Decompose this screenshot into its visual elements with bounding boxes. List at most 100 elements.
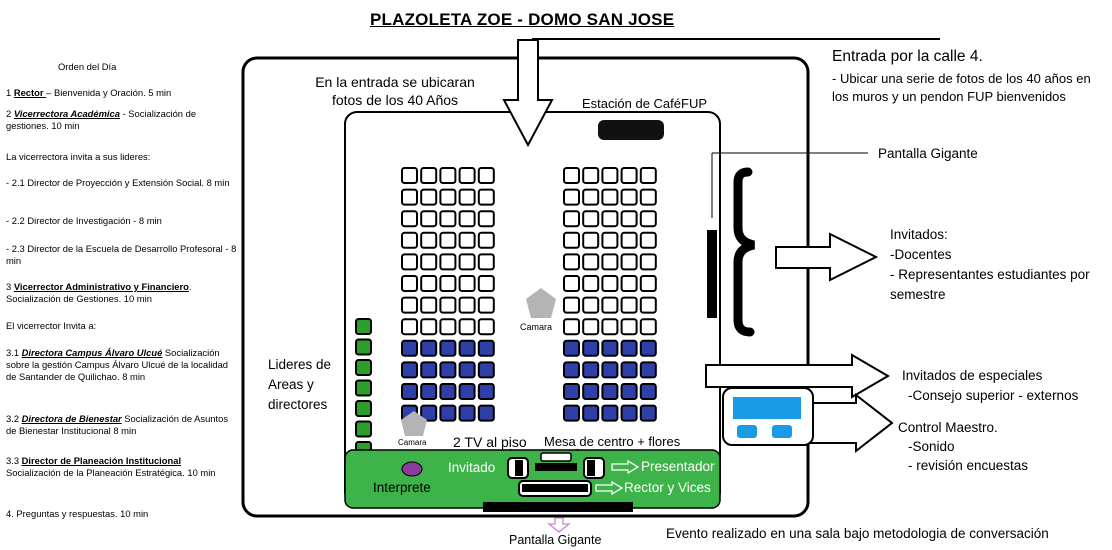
guest-seat (601, 404, 619, 422)
audience-seat (439, 318, 457, 336)
agenda-item: 3.3 Director de Planeación Institucional… (6, 455, 238, 479)
audience-seat (477, 167, 495, 184)
audience-seat (420, 167, 438, 184)
agenda-item: - 2.2 Director de Investigación - 8 min (6, 215, 238, 227)
audience-seat (477, 296, 495, 314)
audience-seats (401, 167, 657, 422)
leader-seat (355, 318, 372, 335)
control-console (733, 397, 801, 419)
audience-seat (458, 231, 476, 249)
guests-teachers: -Docentes (890, 247, 952, 262)
rector-arrow (595, 480, 624, 496)
guest-seat (601, 383, 619, 400)
special-guests-note: Invitados de especiales -Consejo superio… (902, 366, 1110, 406)
giant-screen (707, 230, 717, 318)
guest-seat (477, 404, 495, 422)
guest-seat (458, 361, 476, 379)
audience-seat (563, 296, 580, 314)
audience-seat (401, 318, 418, 336)
agenda-heading: Orden del Día (58, 61, 117, 72)
audience-seat (420, 296, 438, 314)
guest-seat (563, 339, 580, 357)
audience-seat (601, 253, 619, 271)
guests-brace (733, 167, 756, 337)
agenda-item-number: - 2.3 Director de la Escuela de Desarrol… (6, 243, 237, 266)
guest-seat (563, 383, 580, 400)
audience-seat (420, 253, 438, 271)
guests-students: - Representantes estudiantes por semestr… (890, 267, 1090, 302)
audience-seat (601, 188, 619, 206)
audience-seat (420, 318, 438, 336)
audience-seat (639, 231, 657, 249)
special-guests-title: Invitados de especiales (902, 368, 1043, 383)
guest-seat (582, 339, 600, 357)
agenda-item-detail: Socialización de Asuntos de Bienestar In… (6, 413, 229, 436)
audience-seat (458, 296, 476, 314)
agenda-item-role: Vicerrector Administrativo y Financiero (13, 281, 189, 292)
agenda-item-number: 3.3 (6, 455, 22, 466)
bottom-screen-arrow (547, 517, 571, 533)
special-guests-detail: -Consejo superior - externos (908, 388, 1079, 403)
guest-seat (563, 361, 580, 379)
agenda-item-number: - 2.2 Director de Investigación - 8 min (6, 215, 162, 226)
audience-seat (477, 275, 495, 292)
audience-seat (639, 275, 657, 292)
audience-seat (639, 167, 657, 184)
audience-seat (620, 275, 638, 292)
guest-seat (439, 383, 457, 400)
agenda-item-number: 3 (6, 281, 14, 292)
audience-seat (458, 275, 476, 292)
guest-seat (420, 361, 438, 379)
guest-seat (639, 361, 657, 379)
control-note: Control Maestro. -Sonido - revisión encu… (898, 418, 1098, 475)
event-note: Evento realizado en una sala bajo metodo… (666, 526, 1049, 541)
agenda-item-detail: Socialización de la Planeación Estratégi… (6, 467, 216, 478)
rector-vices-label: Rector y Vices (624, 480, 711, 495)
agenda-item-number: 3.2 (6, 413, 22, 424)
audience-seat (563, 188, 580, 206)
agenda-item-detail: Socialización sobre la gestión Campus Ál… (6, 347, 228, 382)
guest-seat (439, 339, 457, 357)
leader-seat (355, 338, 372, 356)
agenda-item: 4. Preguntas y respuestas. 10 min (6, 508, 238, 520)
control-title: Control Maestro. (898, 420, 998, 435)
camera-icon (526, 288, 556, 318)
audience-seat (420, 275, 438, 292)
page-title: PLAZOLETA ZOE - DOMO SAN JOSE (370, 10, 675, 29)
audience-seat (620, 296, 638, 314)
audience-seat (563, 253, 580, 271)
audience-seat (420, 210, 438, 228)
agenda-item-number: 3.1 (6, 347, 22, 358)
guest-seat (458, 404, 476, 422)
leaders-label: Lideres de Areas y directores (268, 357, 332, 412)
agenda-item: El vicerrector Invita a: (6, 320, 238, 332)
audience-seat (439, 253, 457, 271)
guest-seat (620, 383, 638, 400)
guest-seat (582, 404, 600, 422)
audience-seat (439, 275, 457, 292)
guest-seat (420, 339, 438, 357)
presentador-chair-back (587, 460, 595, 476)
audience-seat (582, 210, 600, 228)
audience-seat (639, 296, 657, 314)
camera-label: Camara (520, 322, 553, 332)
audience-seat (401, 275, 418, 292)
invitado-label: Invitado (448, 460, 496, 475)
invitado-chair-back (515, 460, 523, 476)
bottom-screen (483, 502, 633, 512)
audience-seat (458, 167, 476, 184)
control-arrow (807, 392, 894, 454)
guest-seat (477, 383, 495, 400)
audience-seat (582, 275, 600, 292)
audience-seat (401, 188, 418, 206)
audience-seat (582, 253, 600, 271)
guest-seat (439, 404, 457, 422)
leaders-seats (355, 318, 372, 458)
special-guests-arrow (705, 353, 890, 399)
agenda-item: - 2.3 Director de la Escuela de Desarrol… (6, 243, 238, 267)
audience-seat (458, 253, 476, 271)
audience-seat (620, 188, 638, 206)
agenda-item: La vicerrectora invita a sus lideres: (6, 151, 238, 163)
tv-floor-label: 2 TV al piso (453, 434, 527, 450)
audience-seat (477, 188, 495, 206)
